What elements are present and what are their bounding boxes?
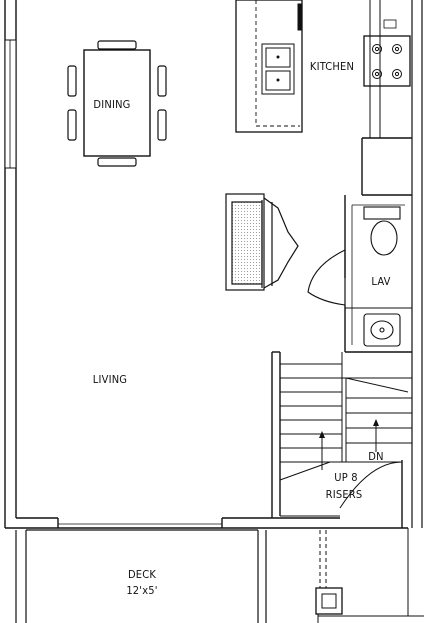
stair-arrows xyxy=(319,419,379,438)
walls xyxy=(4,0,423,529)
room-label-dining: DINING xyxy=(93,98,130,111)
sink-icon xyxy=(261,43,295,95)
lav-door xyxy=(307,249,346,306)
staircase xyxy=(279,352,412,509)
room-label-deck: DECK xyxy=(128,568,156,581)
room-label-kitchen: KITCHEN xyxy=(310,60,354,73)
deck-size-label: 12'x5' xyxy=(126,584,157,597)
stair-up-label: UP 8 xyxy=(334,471,357,484)
stair-down-label: DN xyxy=(368,450,383,463)
fireplace-icon xyxy=(225,193,299,291)
stove-icon xyxy=(363,35,411,87)
stair-risers-label: RISERS xyxy=(326,488,363,501)
dining-table xyxy=(67,40,167,167)
toilet-icon xyxy=(363,206,401,256)
column-post xyxy=(315,528,424,623)
kitchen-island xyxy=(235,0,303,133)
room-label-living: LIVING xyxy=(93,373,127,386)
sink-icon xyxy=(363,313,401,347)
room-label-lav: LAV xyxy=(371,275,390,288)
deck xyxy=(15,529,267,623)
outlet-icon xyxy=(383,19,397,29)
